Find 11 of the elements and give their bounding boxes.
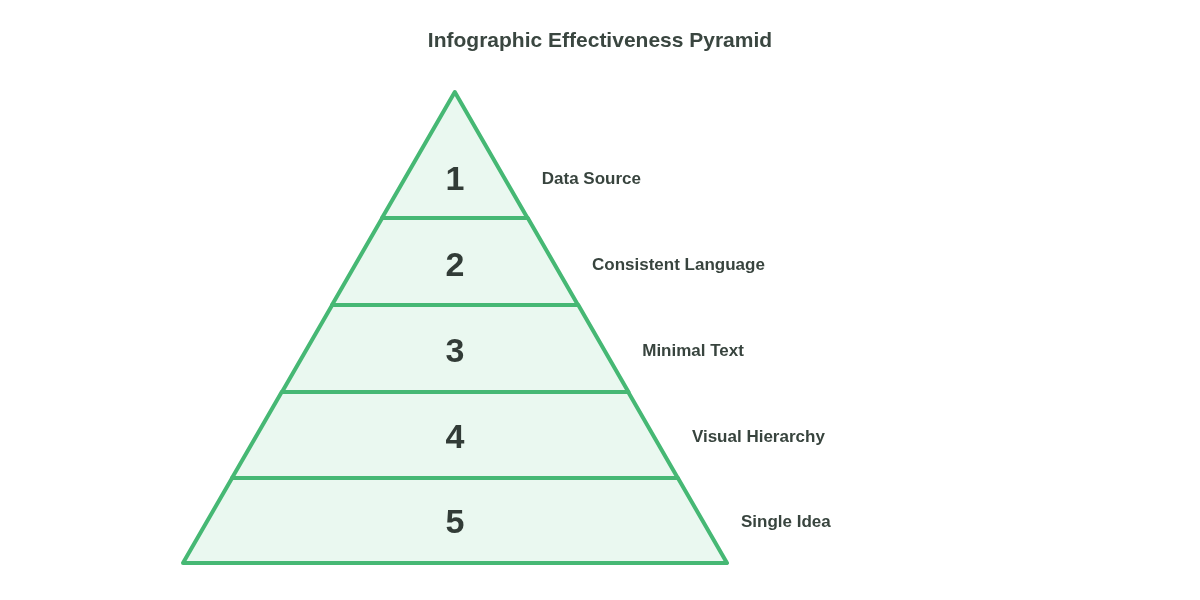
level-number: 3 xyxy=(445,331,465,370)
level-number: 5 xyxy=(445,502,465,541)
level-number: 2 xyxy=(445,245,465,284)
diagram-title: Infographic Effectiveness Pyramid xyxy=(427,27,773,53)
level-label: Visual Hierarchy xyxy=(691,425,825,447)
level-label: Consistent Language xyxy=(592,253,765,275)
level-label: Data Source xyxy=(541,167,641,189)
level-label: Minimal Text xyxy=(642,339,744,361)
level-label: Single Idea xyxy=(741,510,831,532)
level-number: 1 xyxy=(445,158,465,197)
level-number: 4 xyxy=(445,416,465,455)
